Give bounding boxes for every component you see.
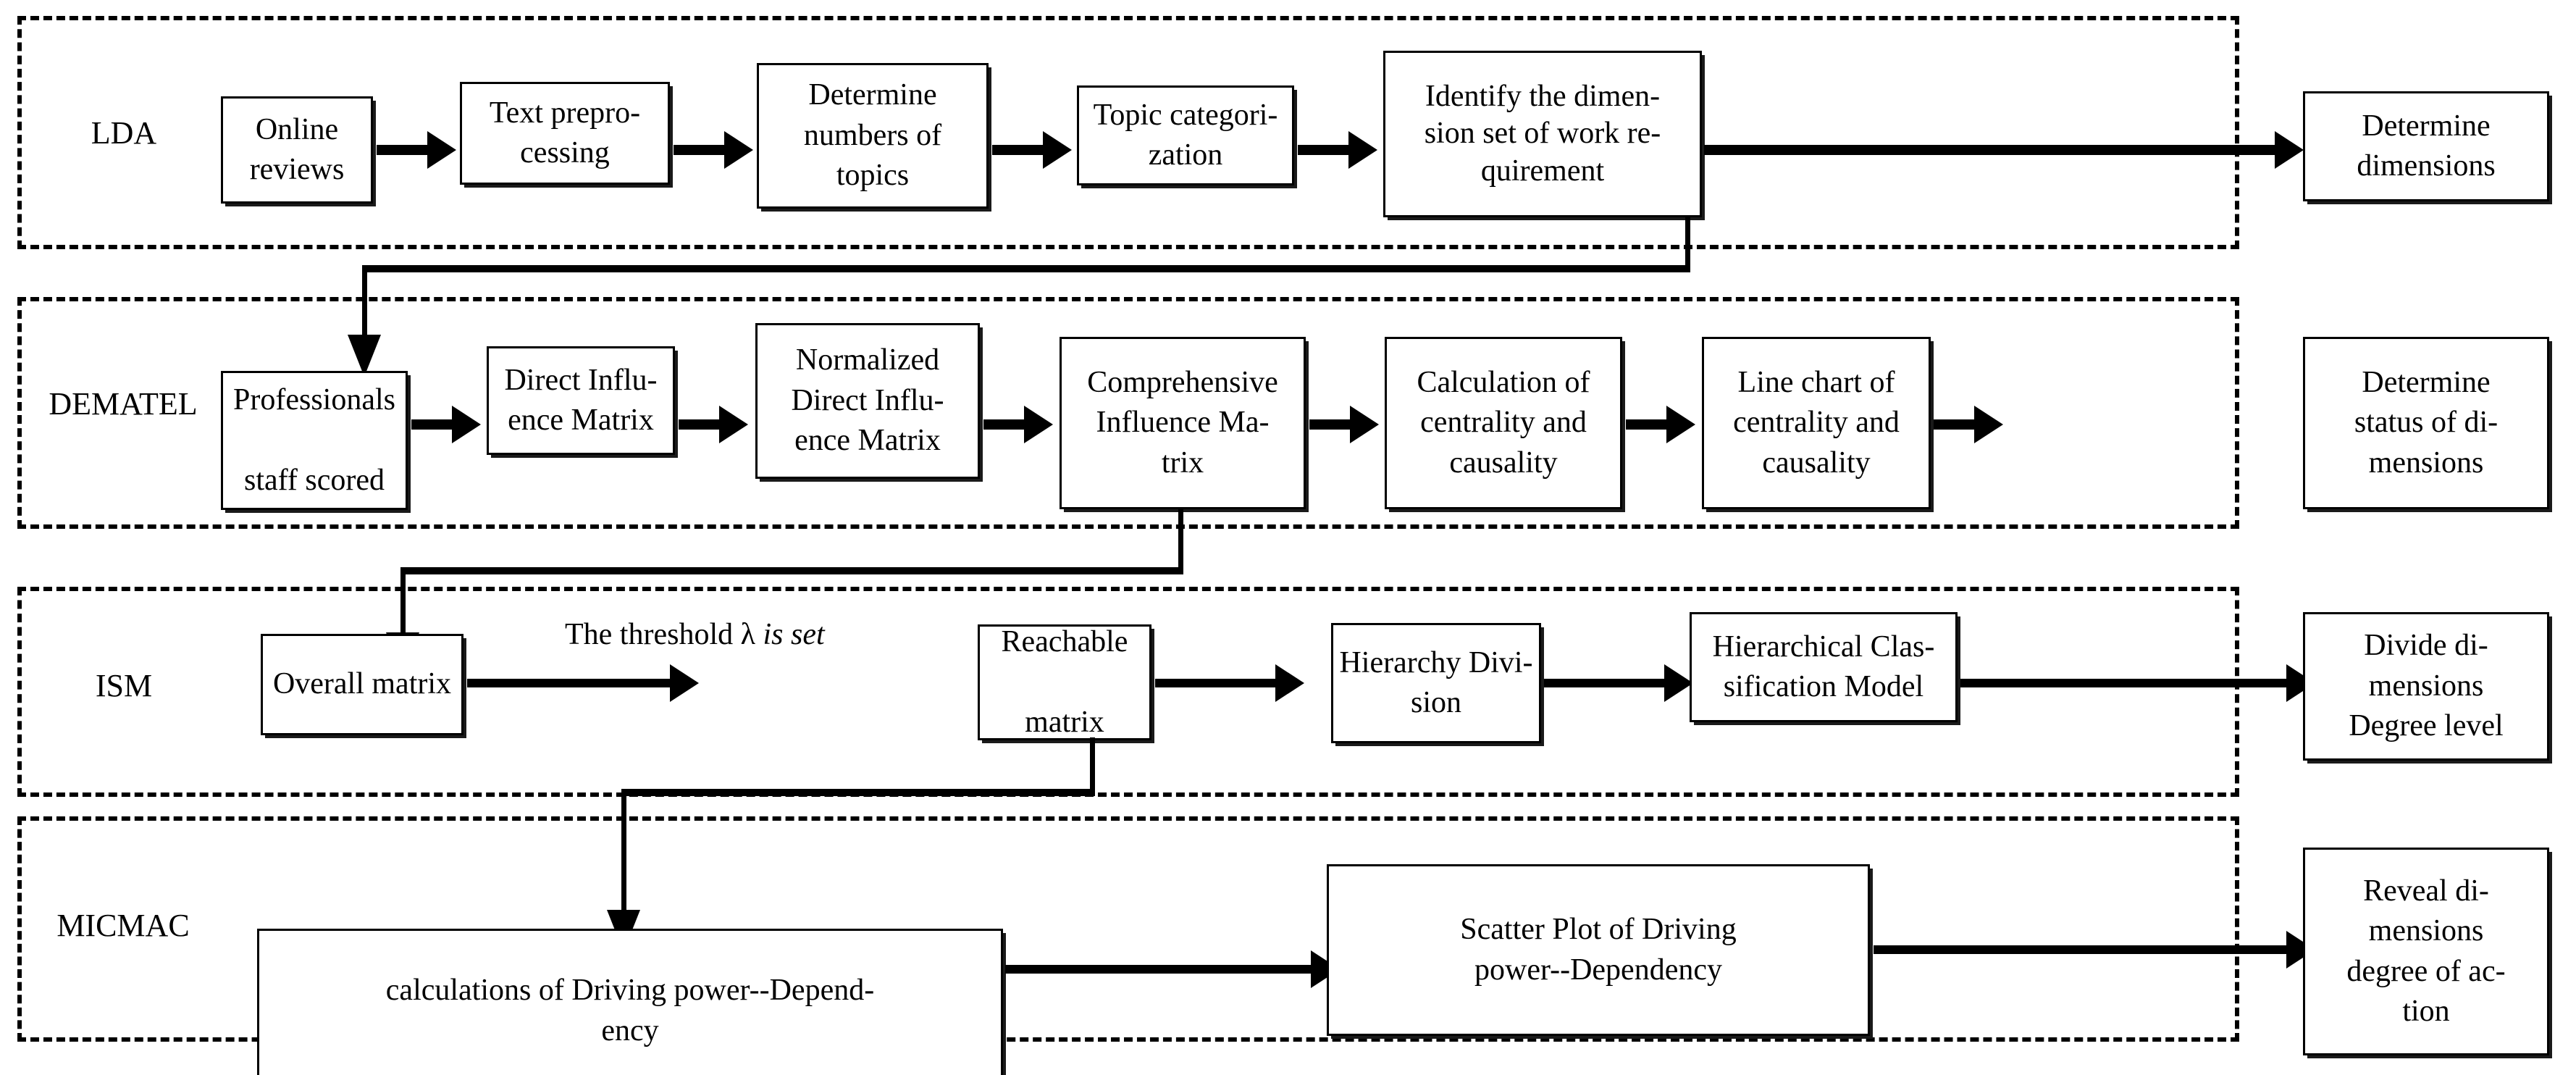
connector-ism-to-micmac-segment-down-a xyxy=(1090,737,1095,795)
connector-dematel-to-ism-segment-left xyxy=(400,567,1183,574)
connector-lda-to-dematel-segment-down-a xyxy=(1685,217,1690,269)
connector-ism-to-micmac-segment-left xyxy=(621,789,1095,796)
node-hierarchy-division[interactable]: Hierarchy Divi- sion xyxy=(1331,623,1541,743)
connector-lda-to-dematel-arrowhead xyxy=(348,335,381,377)
group-container-micmac xyxy=(17,816,2239,1042)
edge-label-threshold-prefix: The threshold λ xyxy=(565,618,763,651)
node-calculation-of-centrality-and-causality[interactable]: Calculation of centrality and causality xyxy=(1385,337,1622,509)
connector-lda-to-dematel-segment-down-b xyxy=(362,265,367,338)
node-determine-numbers-of-topics[interactable]: Determine numbers of topics xyxy=(757,63,989,209)
node-text-preprocessing[interactable]: Text prepro- cessing xyxy=(460,82,670,185)
node-reveal-dimensions-degree-of-action[interactable]: Reveal di- mensions degree of ac- tion xyxy=(2303,848,2549,1055)
connector-lda-to-dematel-segment-left xyxy=(362,265,1690,272)
node-determine-dimensions[interactable]: Determine dimensions xyxy=(2303,91,2549,201)
group-label-micmac: MICMAC xyxy=(56,908,190,943)
node-line-chart-of-centrality-and-causality[interactable]: Line chart of centrality and causality xyxy=(1702,337,1931,509)
node-normalized-direct-influence-matrix[interactable]: Normalized Direct Influ- ence Matrix xyxy=(755,323,980,479)
node-online-reviews[interactable]: Online reviews xyxy=(221,96,373,204)
node-hierarchical-classification-model[interactable]: Hierarchical Clas- sification Model xyxy=(1690,612,1958,722)
node-professionals-staff-scored[interactable]: Professionals staff scored xyxy=(221,371,408,510)
node-topic-categorization[interactable]: Topic categori- zation xyxy=(1077,85,1294,185)
group-container-ism xyxy=(17,587,2239,797)
node-direct-influence-matrix[interactable]: Direct Influ- ence Matrix xyxy=(487,346,675,455)
group-label-lda: LDA xyxy=(91,115,157,151)
node-calculations-of-driving-power-dependency[interactable]: calculations of Driving power--Depend- e… xyxy=(257,929,1003,1075)
node-reachable-matrix[interactable]: Reachable matrix xyxy=(978,624,1151,740)
edge-label-threshold: The threshold λ is set xyxy=(565,619,825,650)
node-identify-dimension-set[interactable]: Identify the dimen- sion set of work re-… xyxy=(1383,51,1702,217)
node-overall-matrix[interactable]: Overall matrix xyxy=(261,634,463,735)
connector-dematel-to-ism-segment-down-a xyxy=(1178,507,1183,571)
group-container-dematel xyxy=(17,297,2239,529)
edge-label-threshold-italic: is set xyxy=(763,618,825,651)
group-label-dematel: DEMATEL xyxy=(49,386,198,422)
node-scatter-plot-of-driving-power-dependency[interactable]: Scatter Plot of Driving power--Dependenc… xyxy=(1327,864,1870,1036)
connector-ism-to-micmac-segment-down-b xyxy=(621,789,626,913)
group-label-ism: ISM xyxy=(95,668,153,703)
group-container-lda xyxy=(17,16,2239,249)
node-divide-dimensions-degree-level[interactable]: Divide di- mensions Degree level xyxy=(2303,612,2549,761)
node-comprehensive-influence-matrix[interactable]: Comprehensive Influence Ma- trix xyxy=(1060,337,1306,509)
connector-dematel-to-ism-segment-down-b xyxy=(400,567,406,636)
node-determine-status-of-dimensions[interactable]: Determine status of di- mensions xyxy=(2303,337,2549,509)
